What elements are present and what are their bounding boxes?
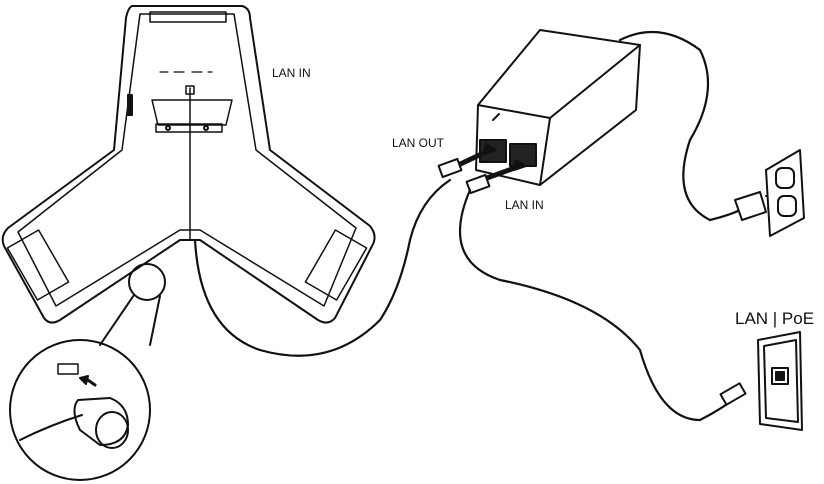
cable-injector-to-wall-jack (458, 188, 742, 422)
wall-lan-jack (757, 331, 803, 431)
injector-lan-out-label: LAN OUT (392, 136, 445, 150)
conference-phone (1, 5, 376, 324)
wall-jack-label: LAN | PoE (735, 309, 815, 328)
cable-phone-to-injector (193, 178, 452, 357)
power-outlet (765, 149, 805, 237)
port-detail-magnifier (9, 263, 166, 481)
poe-injector (437, 29, 641, 195)
injector-lan-in-label: LAN IN (505, 198, 544, 212)
phone-lan-in-label: LAN IN (272, 66, 311, 80)
power-cord (618, 30, 742, 222)
